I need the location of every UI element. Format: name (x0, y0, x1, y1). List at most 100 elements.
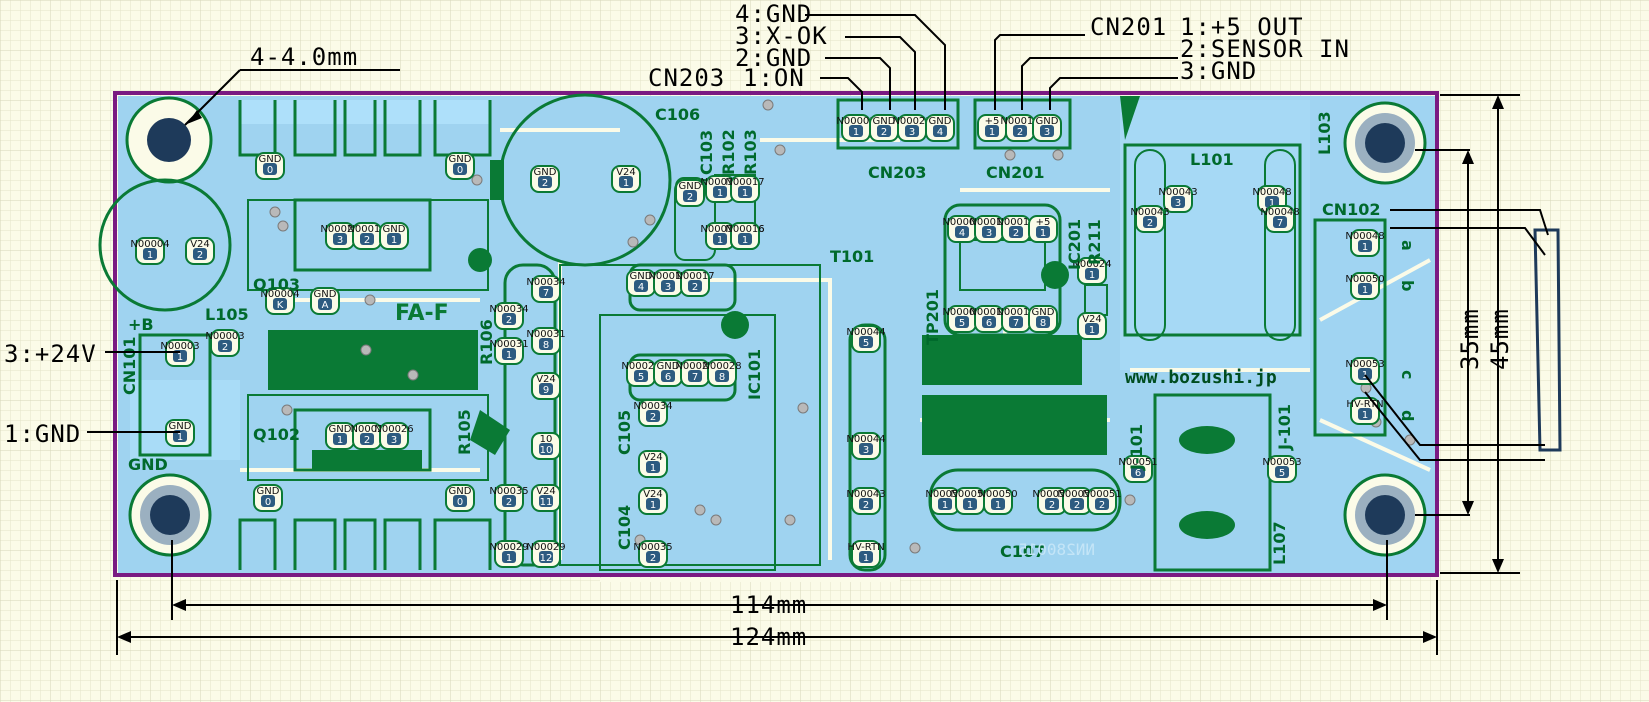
cn102-letter-a: a (1398, 240, 1417, 251)
pad-number: 1 (1040, 228, 1046, 239)
cn201-pin2-label: 2:SENSOR IN (1180, 35, 1350, 63)
pad-core (646, 410, 660, 422)
pad-number: 2 (687, 192, 693, 203)
pad-core (859, 336, 873, 348)
pad-number: 2 (542, 178, 548, 189)
pad-number: 1 (1362, 242, 1368, 253)
refdes-j101-left: J-101 (1127, 424, 1146, 471)
width-outer-label: 124mm (730, 623, 807, 651)
pad-core (453, 495, 467, 507)
pad-net-label: GND (449, 154, 472, 165)
pad-number: 2 (1099, 500, 1105, 511)
pad-number: 1 (1362, 410, 1368, 421)
pad-number: 2 (506, 497, 512, 508)
pad-number: 9 (543, 385, 549, 396)
pad[interactable]: +51 (1028, 215, 1058, 243)
height-outer-label: 45mm (1486, 308, 1514, 370)
mounting-holes[interactable] (125, 96, 1427, 557)
pad-core (1131, 466, 1145, 478)
annotation-leaders (87, 14, 1549, 516)
pad-net-label: N00027 (621, 361, 660, 372)
pad-number: 1 (863, 553, 869, 564)
refdes-c106: C106 (655, 105, 700, 124)
cn203-pin3-label: 3:X-OK (735, 22, 828, 50)
pad-number: 1 (506, 553, 512, 564)
pad-number: 1 (177, 432, 183, 443)
pad-net-label: V24 (643, 489, 663, 500)
pad-number: 1 (942, 500, 948, 511)
pad-core (1095, 498, 1109, 510)
